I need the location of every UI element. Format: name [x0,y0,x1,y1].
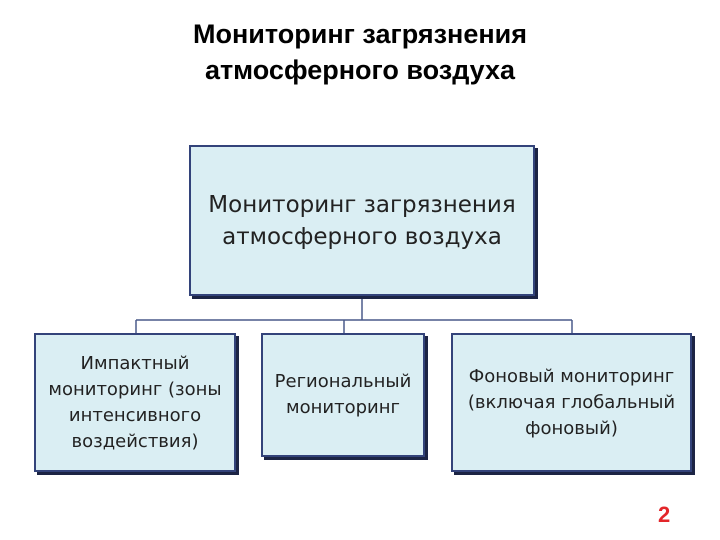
page-title: Мониторинг загрязнения атмосферного возд… [0,16,720,88]
page-number: 2 [658,502,671,527]
background-node-line-1: Фоновый мониторинг [468,365,675,387]
diagram-node-impact-monitoring: Импактный мониторинг (зоны интенсивного … [34,333,236,472]
regional-node-line-1: Региональный [274,371,412,392]
diagram-root-node: Мониторинг загрязнения атмосферного возд… [189,145,535,296]
impact-node-line-3: интенсивного [68,404,202,426]
background-node-line-2: (включая глобальный [467,391,676,413]
impact-node-line-4: воздействия) [71,430,199,452]
diagram-node-background-monitoring: Фоновый мониторинг (включая глобальный ф… [451,333,692,472]
page-title-line-1: Мониторинг загрязнения [192,19,528,49]
page-title-line-2: атмосферного воздуха [204,55,516,85]
impact-node-line-1: Импактный [80,352,190,374]
regional-node-line-2: мониторинг [286,397,400,418]
diagram-node-regional-monitoring: Региональный мониторинг [261,333,425,457]
background-node-line-3: фоновый) [525,417,618,439]
root-node-line-1: Мониторинг загрязнения [208,191,516,218]
impact-node-line-2: мониторинг (зоны [48,378,222,400]
root-node-line-2: атмосферного воздуха [222,223,502,250]
